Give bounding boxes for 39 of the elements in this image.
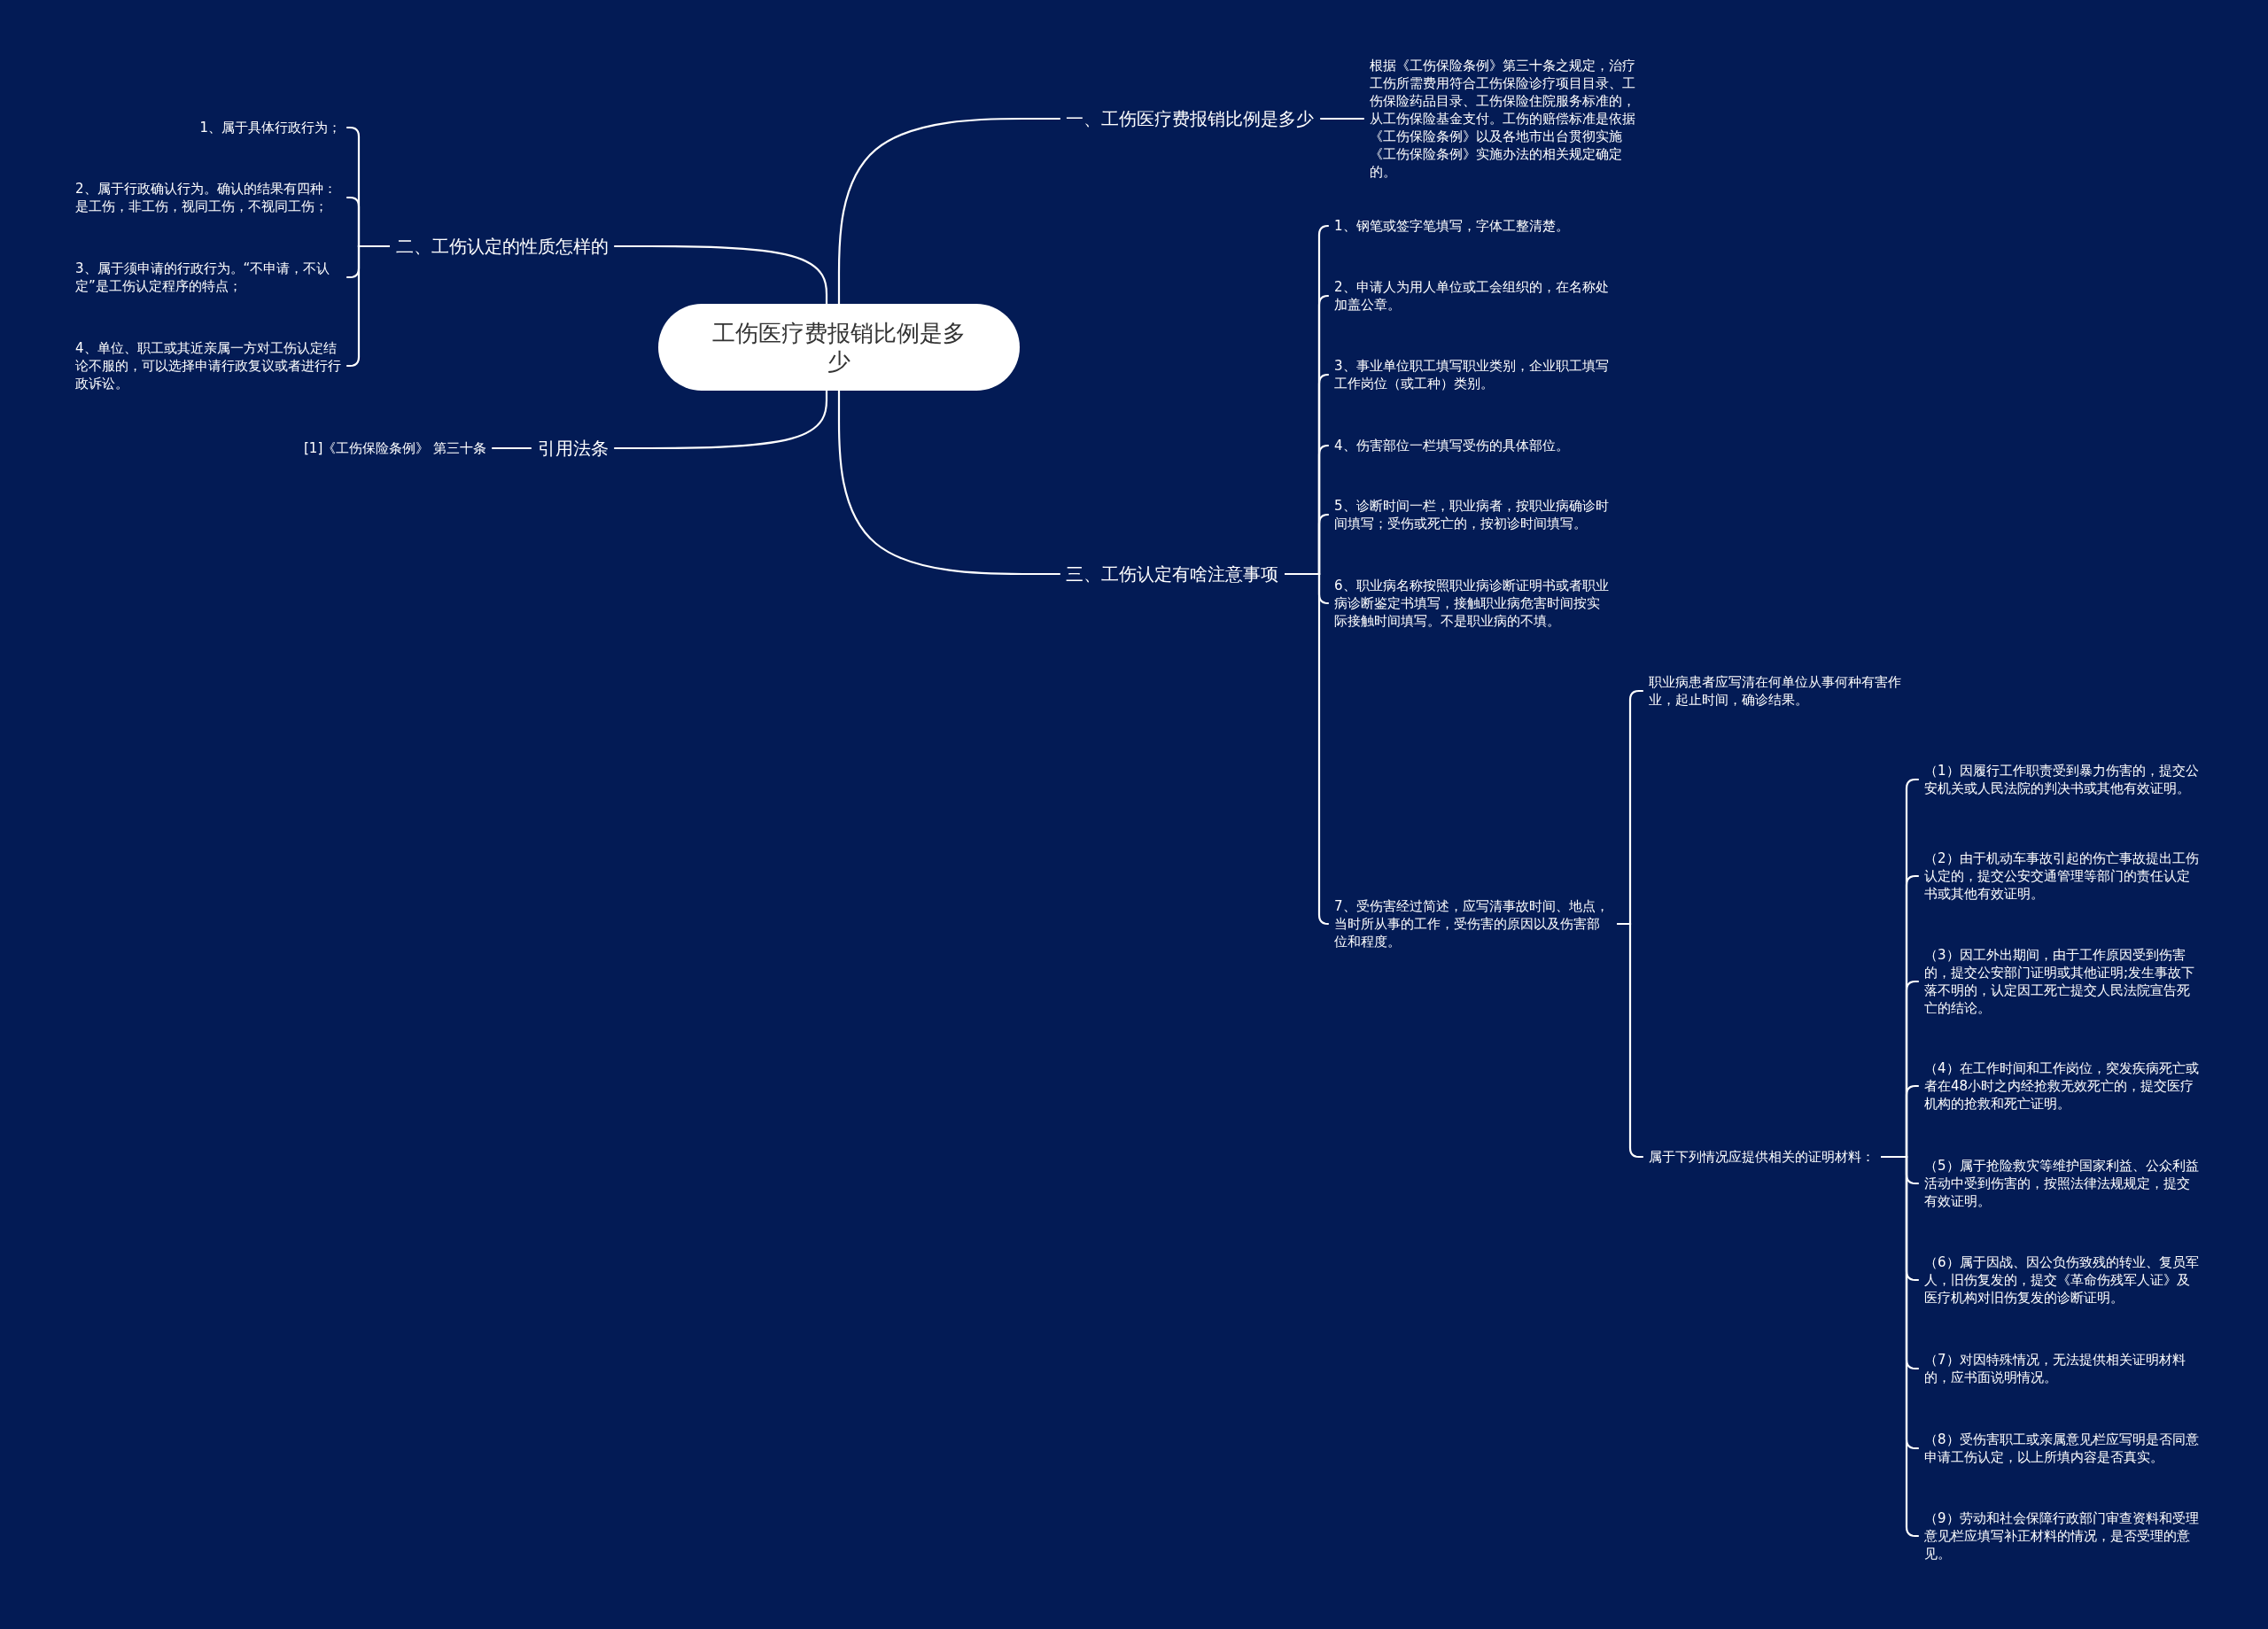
note-text: （3）因工外出期间，由于工作原因受到伤害的，提交公安部门证明或其他证明;发生事故下落不明的，认定因工死亡提交人民法院宣告死亡的结论。 [1924,946,2201,1017]
connector-line [613,389,828,450]
note-text: 7、受伤害经过简述，应写清事故时间、地点，当时所从事的工作，受伤害的原因以及伤害部位和程度。 [1334,897,1611,950]
note-text: 职业病患者应写清在何单位从事何种有害作业，起止时间，确诊结果。 [1649,673,1925,709]
note-text: 2、属于行政确认行为。确认的结果有四种：是工伤，非工伤，视同工伤，不视同工伤； [75,180,341,215]
note-text: 根据《工伤保险条例》第三十条之规定，治疗工伤所需费用符合工伤保险诊疗项目目录、工伤保险药品目录、工伤保险住院服务标准的，从工伤保险基金支付。工伤的赔偿标准是依据《工伤保险条例》以及各地市出台贯彻实施《工伤保险条例》实施办法的相关规定确定的。 [1370,57,1641,181]
connector-line [1880,1155,1920,1538]
note-text: （8）受伤害职工或亲属意见栏应写明是否同意申请工伤认定，以上所填内容是否真实。 [1924,1431,2201,1466]
note-text: 6、职业病名称按照职业病诊断证明书或者职业病诊断鉴定书填写，接触职业病危害时间按实际接触时间填写。不是职业病的不填。 [1334,577,1611,630]
note-text: （9）劳动和社会保障行政部门审查资料和受理意见栏应填写补正材料的情况，是否受理的意见。 [1924,1509,2201,1563]
connector-line [1616,922,1644,1159]
note-text: 属于下列情况应提供相关的证明材料： [1649,1148,1875,1166]
note-text: 1、属于具体行政行为； [199,119,341,136]
note-text: （5）属于抢险救灾等维护国家利益、公众利益活动中受到伤害的，按照法律法规规定，提交有效证明。 [1924,1157,2201,1210]
connector-line [1319,117,1365,120]
note-text: （2）由于机动车事故引起的伤亡事故提出工伤认定的，提交公安交通管理等部门的责任认定书或其他有效证明。 [1924,849,2201,903]
note-text: （1）因履行工作职责受到暴力伤害的，提交公安机关或人民法院的判决书或其他有效证明。 [1924,762,2201,797]
connector-line [613,244,828,306]
topic-heading: 三、工伤认定有啥注意事项 [1066,562,1278,586]
note-text: 3、事业单位职工填写职业类别，企业职工填写工作岗位（或工种）类别。 [1334,357,1611,392]
note-text: [1]《工伤保险条例》 第三十条 [304,439,486,457]
topic-heading: 二、工伤认定的性质怎样的 [396,235,609,258]
note-text: 5、诊断时间一栏，职业病者，按职业病确诊时间填写；受伤或死亡的，按初诊时间填写。 [1334,497,1611,532]
central-topic-text: 工伤医疗费报销比例是多少 [711,319,967,376]
note-text: （6）属于因战、因公负伤致残的转业、复员军人，旧伤复发的，提交《革命伤残军人证》及医疗机构对旧伤复发的诊断证明。 [1924,1253,2201,1307]
connector-line [1284,572,1330,926]
note-text: （4）在工作时间和工作岗位，突发疾病死亡或者在48小时之内经抢救无效死亡的，提交医疗机构的抢救和死亡证明。 [1924,1059,2201,1113]
connector-line [491,446,532,450]
connector-line [346,244,391,368]
topic-heading: 一、工伤医疗费报销比例是多少 [1066,107,1314,130]
note-text: 2、申请人为用人单位或工会组织的，在名称处加盖公章。 [1334,278,1611,314]
note-text: （7）对因特殊情况，无法提供相关证明材料的，应书面说明情况。 [1924,1351,2201,1386]
connector-line [837,117,1061,306]
note-text: 1、钢笔或签字笔填写，字体工整清楚。 [1334,217,1569,235]
note-text: 4、单位、职工或其近亲属一方对工伤认定结论不服的，可以选择申请行政复议或者进行行政诉讼。 [75,339,341,392]
note-text: 4、伤害部位一栏填写受伤的具体部位。 [1334,437,1569,454]
topic-heading: 引用法条 [538,437,609,460]
note-text: 3、属于须申请的行政行为。“不申请，不认定”是工伤认定程序的特点； [75,260,341,295]
connector-line [837,389,1061,576]
